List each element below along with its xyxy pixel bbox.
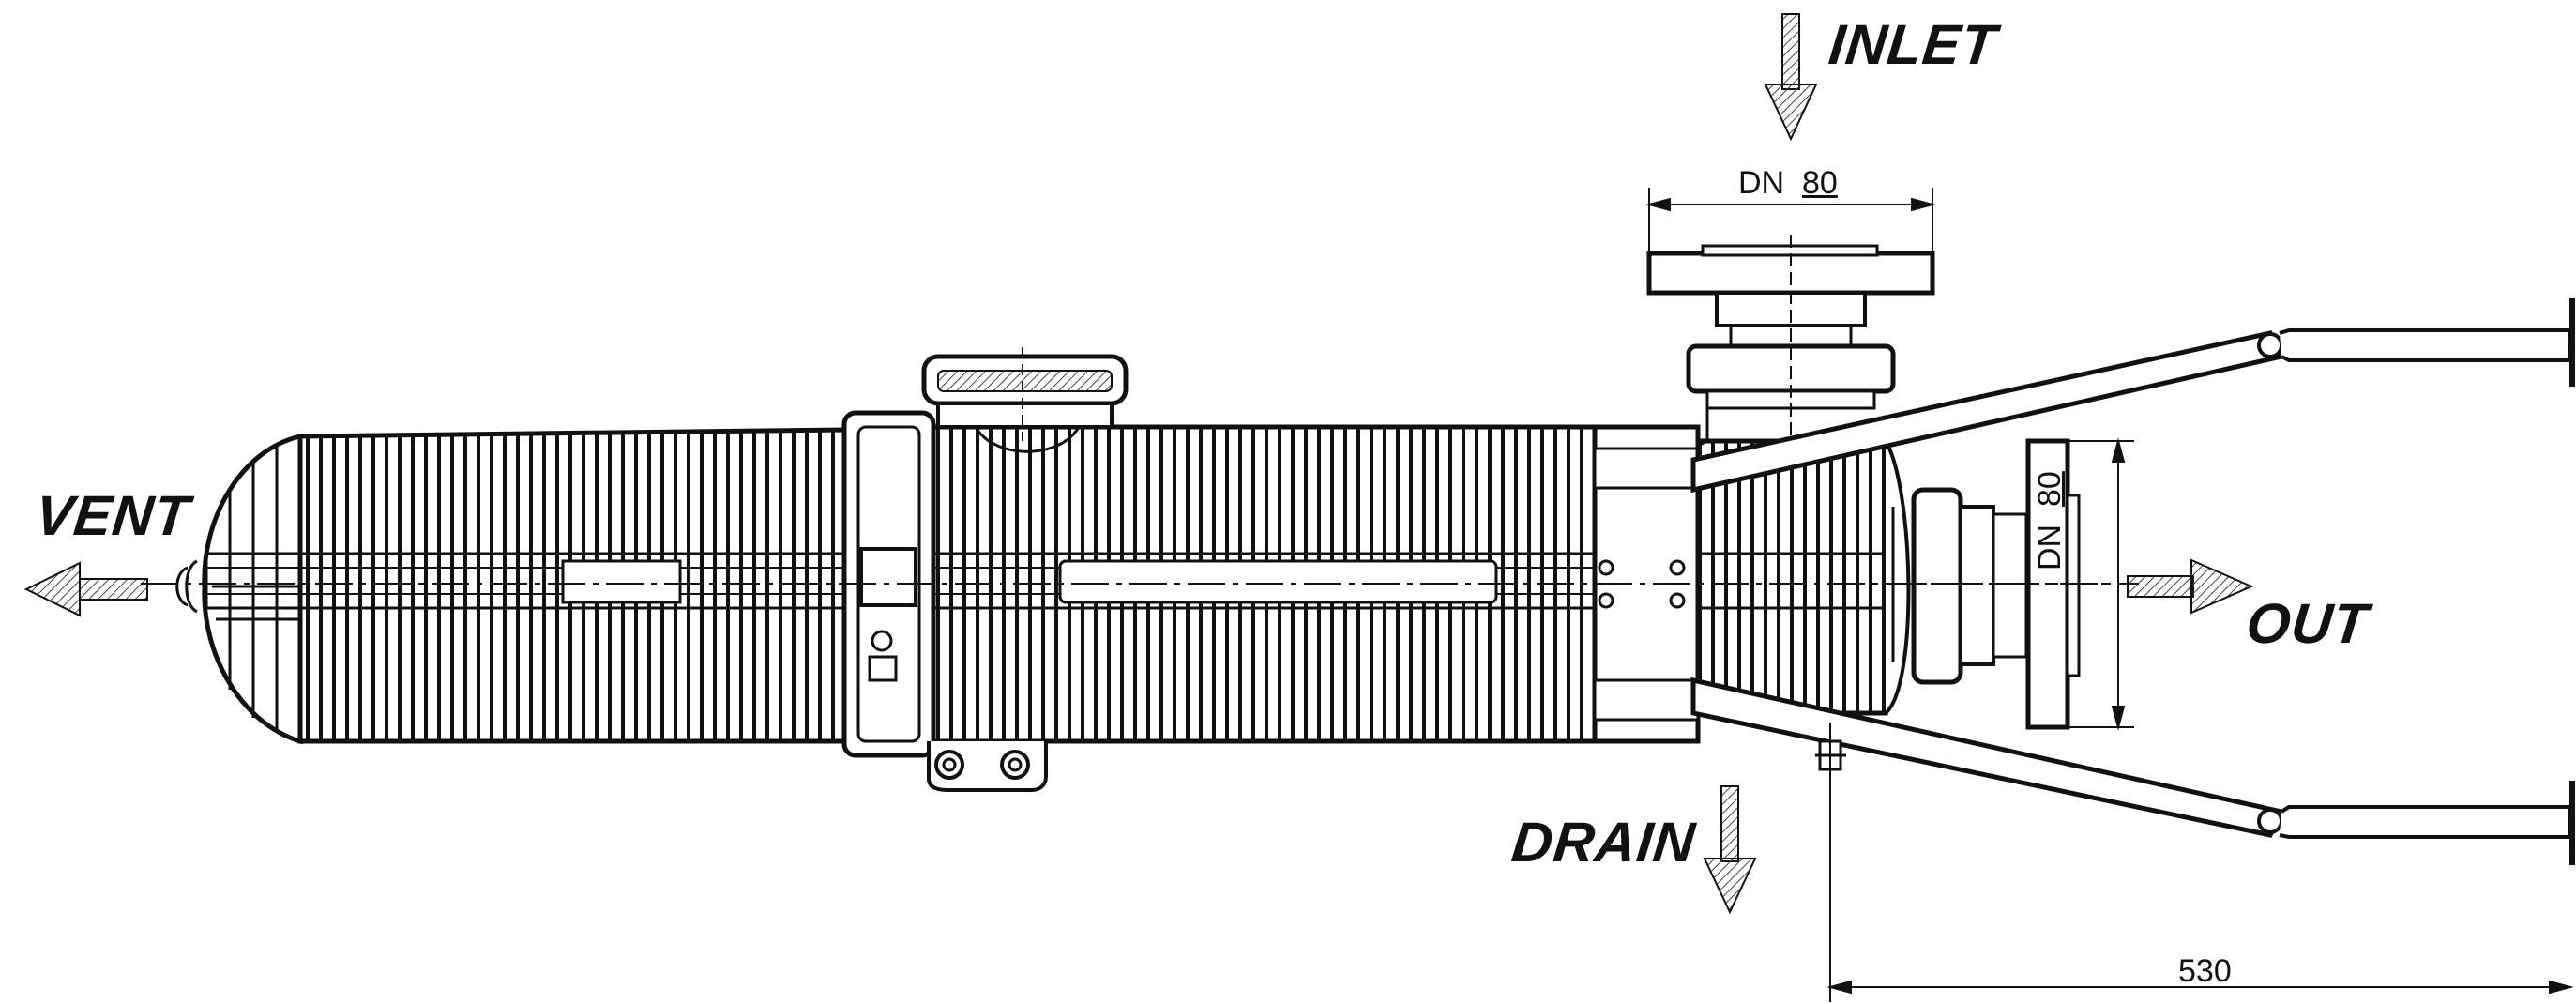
inlet-dimension-prefix: DN xyxy=(1738,165,1785,201)
out-arrow-icon xyxy=(2127,558,2254,615)
outlet-dimension-size: 80 xyxy=(2032,471,2068,507)
vent-arrow-icon xyxy=(23,561,148,617)
vent-label: VENT xyxy=(32,484,193,547)
outlet-dimension-prefix: DN xyxy=(2032,524,2068,570)
inlet-label: INLET xyxy=(1826,13,2000,76)
inlet-dimension-line xyxy=(1645,188,1936,253)
inlet-arrow-icon xyxy=(1764,13,1818,142)
left-filter-housing xyxy=(175,427,847,745)
outlet-dimension-line xyxy=(2068,437,2134,731)
right-filter-housing xyxy=(921,347,1598,792)
inlet-dimension-text: DN 80 xyxy=(1738,167,1838,199)
out-label: OUT xyxy=(2243,592,2372,655)
length-dimension-line xyxy=(1826,723,2574,1002)
support-legs xyxy=(1690,298,2575,865)
drain-label: DRAIN xyxy=(1508,811,1699,874)
drain-arrow-icon xyxy=(1703,785,1757,915)
length-dimension-text: 530 xyxy=(2178,953,2232,989)
manifold-body xyxy=(1592,424,1911,744)
outlet-dimension-text: DN 80 xyxy=(2032,471,2068,570)
inlet-flange xyxy=(1646,235,1935,450)
inlet-dimension-size: 80 xyxy=(1802,165,1838,201)
